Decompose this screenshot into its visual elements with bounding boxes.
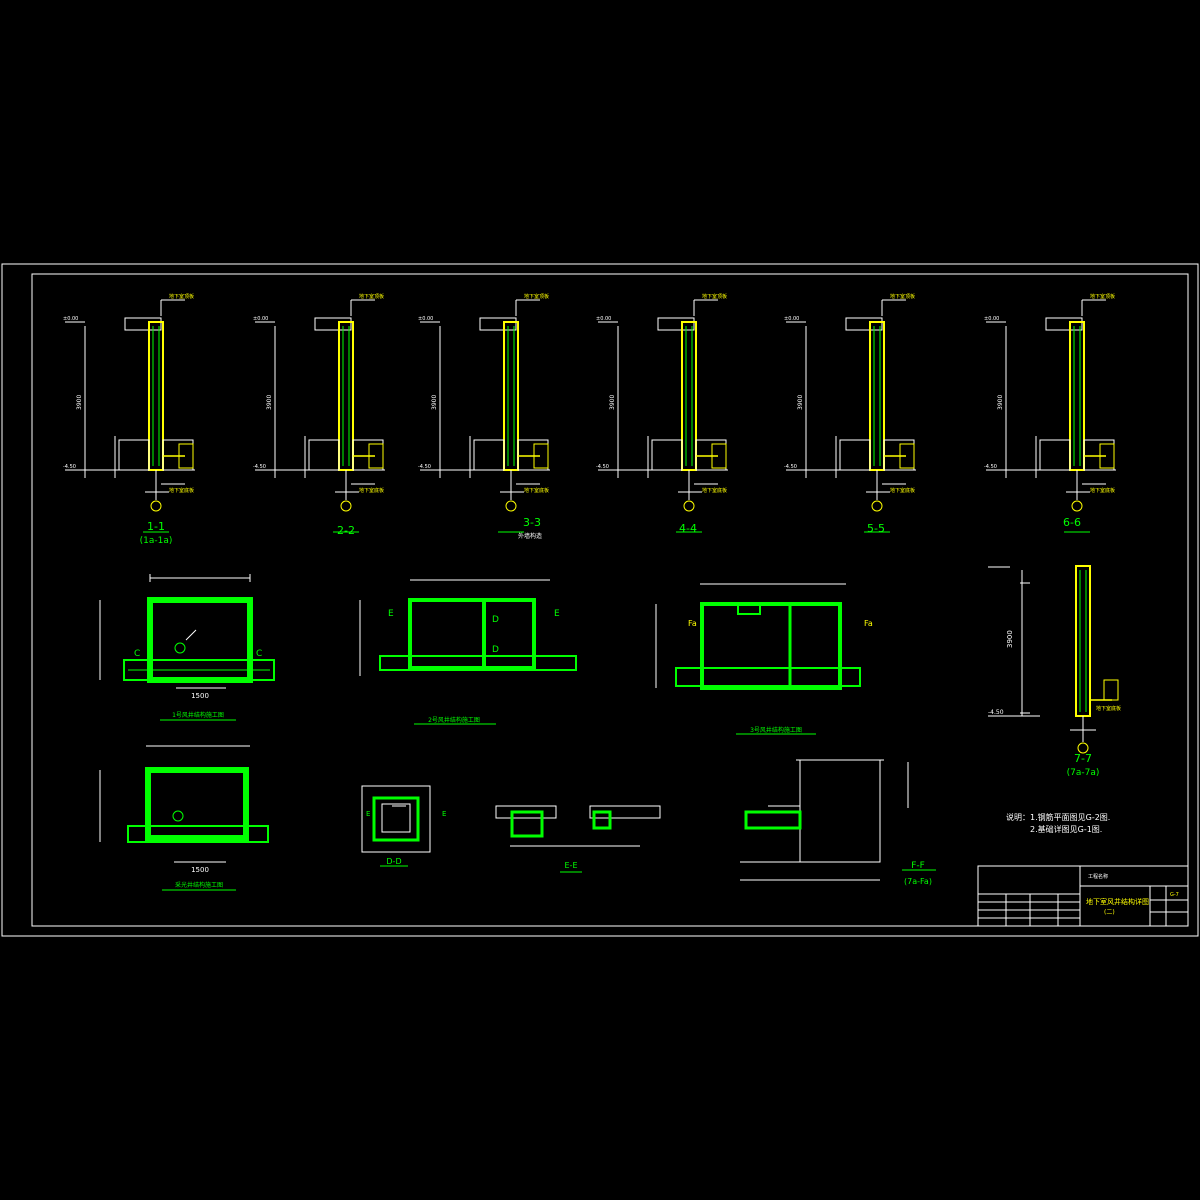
elev-bottom-label: -4.50: [63, 464, 76, 470]
elev-top-label: ±0.00: [63, 316, 78, 322]
section-sub-3: 外墙构造: [518, 532, 542, 540]
elev-top-label: ±0.00: [418, 316, 433, 322]
svg-text:Fa: Fa: [864, 619, 873, 628]
detail-d-d: E E D-D: [361, 785, 446, 867]
elev-top-label: ±0.00: [596, 316, 611, 322]
wall-top-label: 地下室顶板: [169, 293, 194, 300]
dim-3900-s7: 3900: [1006, 630, 1014, 648]
outer-frame: [1, 263, 1199, 937]
dim-3900-label: 3900: [431, 395, 438, 410]
dim-3900-label: 3900: [609, 395, 616, 410]
wall-bottom-label: 地下室底板: [524, 487, 549, 494]
svg-text:D: D: [492, 615, 499, 625]
tb-drawing-sub: (二): [1104, 909, 1115, 916]
title-block: 工程名称 地下室风井结构详图 (二) G-7: [977, 865, 1189, 927]
dim-1500-p4: 1500: [191, 866, 209, 874]
svg-text:E: E: [442, 810, 446, 818]
tb-sheet-no: G-7: [1170, 892, 1179, 898]
detail-f-sub: (7a-Fa): [904, 877, 932, 886]
notes-head: 说明：: [1006, 812, 1030, 822]
wall-top-label: 地下室顶板: [890, 293, 915, 300]
roof-slab: [314, 317, 352, 331]
section-title-7: 7-7: [1074, 752, 1092, 765]
plan-1-wind-well: C C 1500 1号风井结构施工图: [99, 574, 275, 721]
svg-text:D: D: [492, 645, 499, 655]
roof-slab: [479, 317, 517, 331]
notes-line-2: 2.基础详图见G-1图.: [1030, 824, 1102, 834]
svg-text:C: C: [256, 649, 262, 659]
detail-f-title: F-F: [911, 861, 925, 871]
section-title-4: 4-4: [679, 522, 697, 535]
notes-line-1: 1.钢筋平面图见G-2图.: [1030, 812, 1110, 822]
dim-3900-label: 3900: [797, 395, 804, 410]
tb-drawing-title: 地下室风井结构详图: [1086, 897, 1149, 906]
wall-top-label: 地下室顶板: [702, 293, 727, 300]
wall-section: [503, 321, 519, 471]
wall-section: [681, 321, 697, 471]
plan-2-wind-well: E E D D 2号风井结构施工图: [359, 579, 577, 725]
elev-top-label: ±0.00: [984, 316, 999, 322]
tb-project: 工程名称: [1088, 873, 1108, 880]
notes-block: 说明： 1.钢筋平面图见G-2图. 2.基础详图见G-1图.: [1006, 812, 1110, 834]
wall-top-label: 地下室顶板: [524, 293, 549, 300]
roof-slab: [657, 317, 695, 331]
roof-slab: [845, 317, 883, 331]
dim-1500-p1: 1500: [191, 692, 209, 700]
elev-bottom-label: -4.50: [984, 464, 997, 470]
inner-frame: [31, 273, 1189, 927]
wall-section: [338, 321, 354, 471]
plan-3-title: 3号风井结构施工图: [750, 726, 802, 734]
elev-bottom-label: -4.50: [418, 464, 431, 470]
svg-text:E: E: [388, 609, 394, 619]
svg-text:Fa: Fa: [688, 619, 697, 628]
detail-f-f: F-F (7a-Fa): [740, 759, 936, 886]
elev-bottom-label: -4.50: [253, 464, 266, 470]
section-title-2: 2-2: [337, 524, 355, 537]
svg-text:E: E: [366, 810, 370, 818]
wall-top-label: 地下室顶板: [1090, 293, 1115, 300]
wall-bottom-label: 地下室底板: [1090, 487, 1115, 494]
section-title-6: 6-6: [1063, 516, 1081, 529]
wall-bottom-label: 地下室底板: [702, 487, 727, 494]
section-sub-1: (1a-1a): [140, 536, 173, 546]
svg-text:C: C: [134, 649, 140, 659]
plan-2-title: 2号风井结构施工图: [428, 716, 480, 724]
dim-3900-label: 3900: [266, 395, 273, 410]
wall-bottom-label: 地下室底板: [890, 487, 915, 494]
wall-bottom-label: 地下室底板: [169, 487, 194, 494]
elev-bottom-label: -4.50: [596, 464, 609, 470]
detail-e-e: E-E: [495, 805, 661, 873]
elev-top-label: ±0.00: [784, 316, 799, 322]
svg-text:E: E: [554, 609, 560, 619]
wall-bottom-s7: 地下室底板: [1096, 705, 1121, 712]
plan-3-wind-well: Fa Fa 3号风井结构施工图: [655, 583, 873, 735]
section-sub-7: (7a-7a): [1067, 768, 1100, 778]
detail-e-title: E-E: [565, 861, 578, 870]
section-title-5: 5-5: [867, 522, 885, 535]
plan-1-title: 1号风井结构施工图: [172, 711, 224, 719]
dim-3900-label: 3900: [997, 395, 1004, 410]
wall-section: [869, 321, 885, 471]
elev-bottom-s7: -4.50: [988, 709, 1004, 716]
wall-section: [1069, 321, 1085, 471]
roof-slab: [1045, 317, 1083, 331]
section-title-3: 3-3: [523, 516, 541, 529]
wall-section: [148, 321, 164, 471]
section-7-7: 3900 -4.50 地下室底板 7-7 (7a-7a): [988, 565, 1121, 778]
elev-top-label: ±0.00: [253, 316, 268, 322]
roof-slab: [124, 317, 162, 331]
section-title-1: 1-1: [147, 520, 165, 533]
detail-d-title: D-D: [386, 857, 401, 866]
elev-bottom-label: -4.50: [784, 464, 797, 470]
dim-3900-label: 3900: [76, 395, 83, 410]
wall-bottom-label: 地下室底板: [359, 487, 384, 494]
wall-top-label: 地下室顶板: [359, 293, 384, 300]
plan-4-title: 采光井结构施工图: [175, 881, 223, 889]
plan-4-light-well: 1500 采光井结构施工图: [99, 745, 269, 891]
